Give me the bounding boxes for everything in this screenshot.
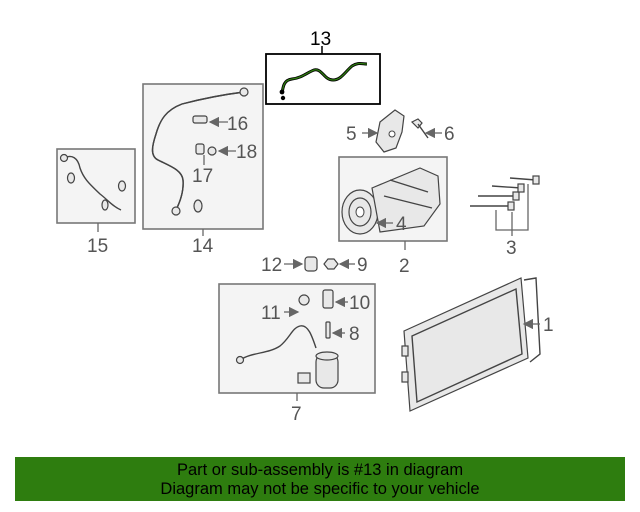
banner-line-2: Diagram may not be specific to your vehi… xyxy=(160,480,480,498)
banner-line-1: Part or sub-assembly is #13 in diagram xyxy=(176,461,464,479)
callout-14: 14 xyxy=(192,236,214,257)
part-12-9-group[interactable]: 12 9 xyxy=(261,255,368,276)
part-2-group[interactable]: 4 2 xyxy=(338,156,448,277)
callout-9: 9 xyxy=(357,255,368,276)
part-7-group[interactable]: 11 10 8 7 xyxy=(218,283,376,425)
callout-10: 10 xyxy=(349,293,370,314)
callout-12: 12 xyxy=(261,255,282,276)
callout-15: 15 xyxy=(87,236,108,257)
callout-1: 1 xyxy=(543,315,554,336)
part-15-group[interactable]: 15 xyxy=(56,148,136,257)
callout-18: 18 xyxy=(236,142,257,163)
part-5-6-group[interactable]: 5 6 xyxy=(346,109,455,153)
callout-5: 5 xyxy=(346,124,357,145)
parts-diagram: 13 16 18 17 14 15 xyxy=(56,29,554,425)
callout-4: 4 xyxy=(396,214,407,235)
callout-7: 7 xyxy=(291,404,302,425)
part-14-group[interactable]: 16 18 17 14 xyxy=(142,83,264,257)
callout-11: 11 xyxy=(261,303,281,324)
info-banner: Part or sub-assembly is #13 in diagram D… xyxy=(15,457,625,501)
callout-13: 13 xyxy=(310,29,331,50)
callout-8: 8 xyxy=(349,324,360,345)
callout-2: 2 xyxy=(399,256,410,277)
callout-6: 6 xyxy=(444,124,455,145)
callout-3: 3 xyxy=(506,238,517,259)
part-1-group[interactable]: 1 xyxy=(401,277,554,412)
callout-16: 16 xyxy=(227,114,248,135)
callout-17: 17 xyxy=(192,166,213,187)
part-3-group[interactable]: 3 xyxy=(470,175,540,259)
part-13-group[interactable]: 13 xyxy=(265,29,381,105)
